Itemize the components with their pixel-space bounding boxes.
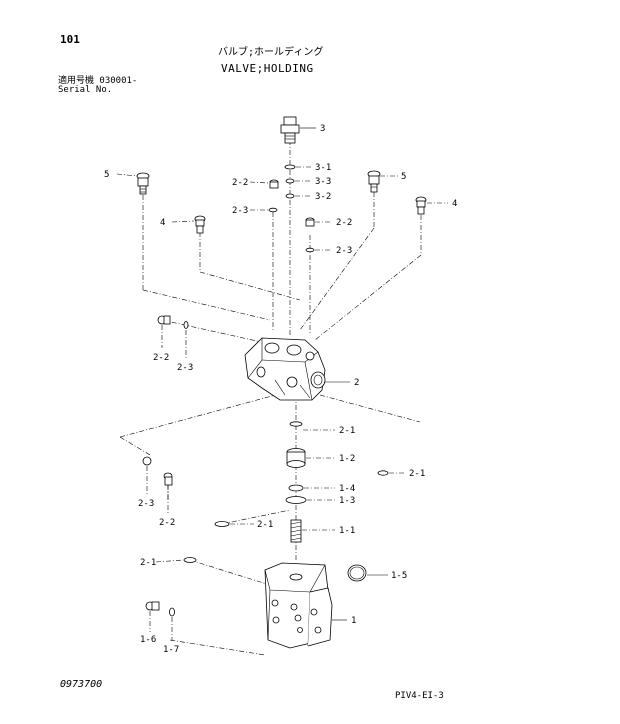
callout-2-3-top-left: 2-3 [232, 206, 248, 216]
part-5-bolt-right [367, 170, 381, 193]
serial-label-english: Serial No. [58, 85, 113, 95]
callout-4-right: 4 [452, 199, 457, 209]
callout-1-7: 1-7 [163, 645, 179, 655]
callout-2-3-side: 2-3 [177, 363, 193, 373]
page-number: 101 [60, 33, 80, 46]
part-2-3-o-ring-top-right [305, 247, 315, 253]
callout-1: 1 [351, 616, 356, 626]
callout-5-left: 5 [104, 170, 109, 180]
part-1-lower-body [264, 562, 333, 649]
part-2-1-o-ring-lower [183, 557, 197, 563]
part-1-4-ring [288, 484, 304, 492]
callout-3: 3 [320, 124, 325, 134]
part-1-7-o-ring [169, 607, 175, 617]
callout-1-6: 1-6 [140, 635, 156, 645]
callout-1-3: 1-3 [339, 496, 355, 506]
part-2-1-o-ring-right [377, 470, 389, 476]
part-4-bolt-right [415, 196, 427, 215]
callout-2-1-center: 2-1 [339, 426, 355, 436]
part-2-3-o-ring-top-left [268, 207, 278, 213]
part-2-2-plug-top-right [305, 217, 315, 227]
callout-3-2: 3-2 [315, 192, 331, 202]
callout-2-2-top-left: 2-2 [232, 178, 248, 188]
part-2-3-o-ring-left [142, 456, 152, 466]
part-3-2-o-ring [285, 193, 295, 199]
serial-label-japanese: 適用号機 030001- [58, 76, 138, 86]
callout-2-2-top-right: 2-2 [336, 218, 352, 228]
part-2-2-plug-side [157, 315, 171, 325]
callout-1-5: 1-5 [391, 571, 407, 581]
callout-1-4: 1-4 [339, 484, 355, 494]
callout-5-right: 5 [401, 172, 406, 182]
part-2-1-o-ring-center [289, 421, 303, 427]
callout-2-3-left: 2-3 [138, 499, 154, 509]
part-1-2-sleeve [286, 448, 306, 468]
part-5-bolt-left [136, 172, 150, 195]
callout-1-2: 1-2 [339, 454, 355, 464]
part-1-3-o-ring [285, 496, 307, 504]
callout-2-1-left: 2-1 [257, 520, 273, 530]
callout-2-3-top-right: 2-3 [336, 246, 352, 256]
part-2-2-plug-top-left [269, 179, 279, 189]
part-3-3-ring [285, 178, 295, 184]
footer-right-code: PIV4-EI-3 [395, 691, 444, 701]
title-english: VALVE;HOLDING [221, 62, 314, 75]
leader-lines [116, 127, 448, 641]
part-2-3-o-ring-side [183, 321, 189, 329]
footer-left-code: 0973700 [60, 679, 103, 690]
part-2-1-o-ring-left [214, 521, 230, 527]
callout-2-2-left: 2-2 [159, 518, 175, 528]
callout-labels: 3 3-1 3-3 3-2 5 5 4 4 2-2 2-3 2-2 2-3 2-… [104, 124, 457, 655]
part-4-bolt-left [194, 215, 206, 234]
part-2-2-plug-left [163, 472, 173, 486]
part-1-1-spring [290, 519, 302, 543]
callout-3-3: 3-3 [315, 177, 331, 187]
part-3-1-o-ring [284, 164, 296, 170]
part-3-plug [280, 116, 300, 144]
callout-2-1-lower: 2-1 [140, 558, 156, 568]
part-2-valve-body [244, 337, 326, 401]
title-japanese: バルブ;ホールディング [218, 47, 324, 58]
guide-lines [119, 140, 422, 656]
part-1-6-plug [145, 601, 160, 611]
callout-2: 2 [354, 378, 359, 388]
callout-1-1: 1-1 [339, 526, 355, 536]
part-1-5-o-ring [347, 564, 367, 582]
callout-2-2-side: 2-2 [153, 353, 169, 363]
callout-2-1-right: 2-1 [409, 469, 425, 479]
callout-4-left: 4 [160, 218, 165, 228]
callout-3-1: 3-1 [315, 163, 331, 173]
